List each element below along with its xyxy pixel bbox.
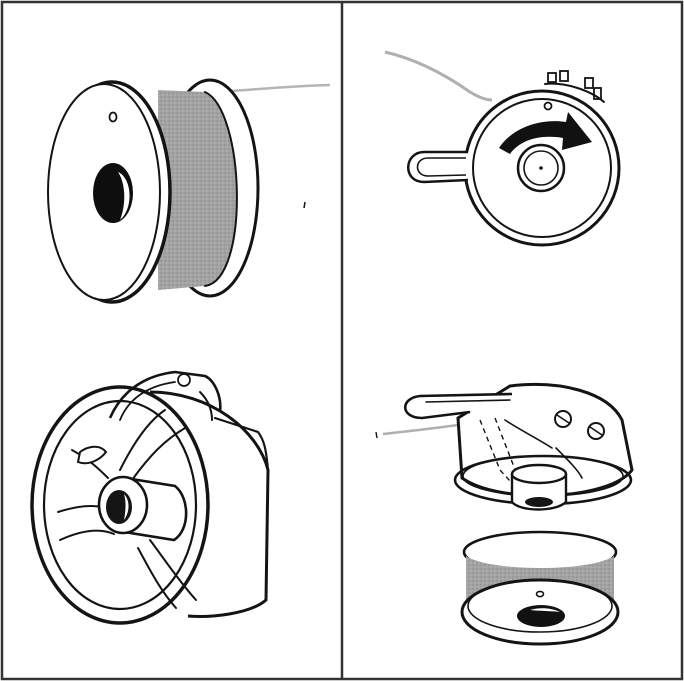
wound-thread (158, 90, 237, 290)
panel-bobbin-with-thread (47, 78, 331, 304)
case-tension-spring (108, 370, 222, 419)
panel-bobbin-inserted (375, 382, 634, 646)
bobbin-small-hole (108, 111, 118, 123)
case-top (456, 382, 634, 498)
panel-empty-bobbin-case (30, 370, 270, 625)
case-slot (76, 445, 108, 465)
thread-strand-in (384, 50, 493, 102)
panel-bobbin-case-rotation (384, 50, 621, 247)
tension-spring (544, 70, 605, 103)
rotation-arrow-icon (499, 112, 592, 154)
